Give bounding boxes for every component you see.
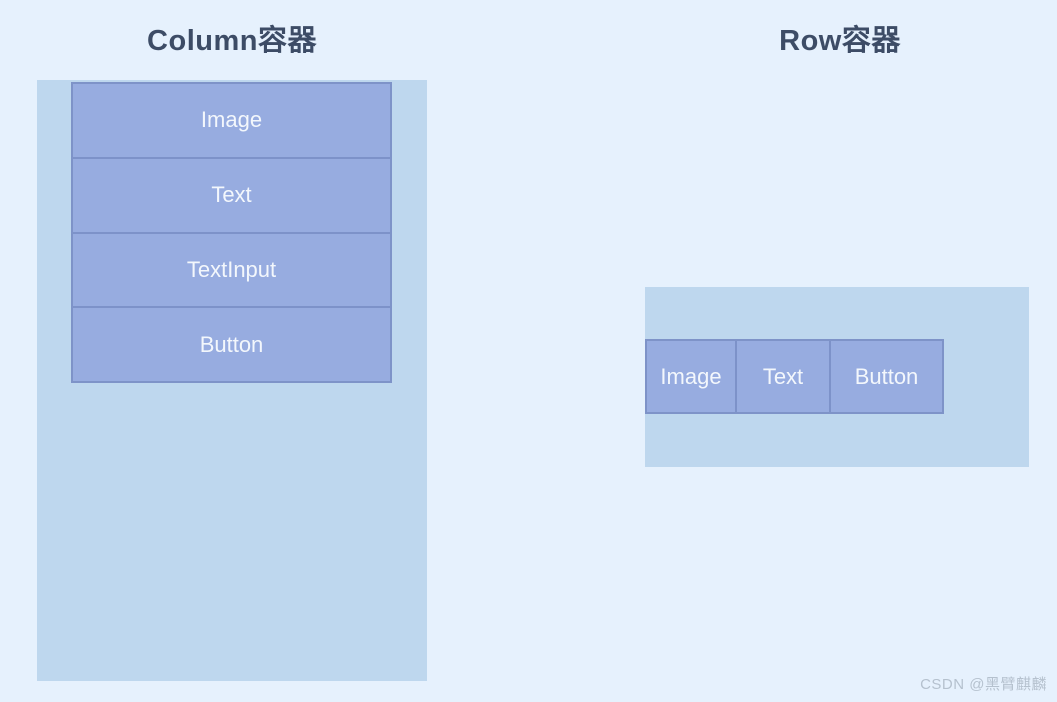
column-item-textinput: TextInput — [73, 233, 390, 309]
row-stack: Image Text Button — [645, 339, 944, 414]
column-container: Image Text TextInput Button — [37, 80, 427, 681]
row-item-image: Image — [647, 341, 737, 412]
row-section-title: Row容器 — [779, 25, 901, 57]
row-container: Image Text Button — [645, 287, 1029, 467]
column-item-text: Text — [73, 158, 390, 234]
csdn-watermark: CSDN @黑臂麒麟 — [920, 676, 1047, 693]
row-item-button: Button — [831, 341, 942, 412]
column-item-image: Image — [73, 84, 390, 159]
column-item-button: Button — [73, 308, 390, 381]
row-item-text: Text — [737, 341, 831, 412]
column-section-title: Column容器 — [147, 25, 317, 57]
column-stack: Image Text TextInput Button — [71, 82, 392, 383]
